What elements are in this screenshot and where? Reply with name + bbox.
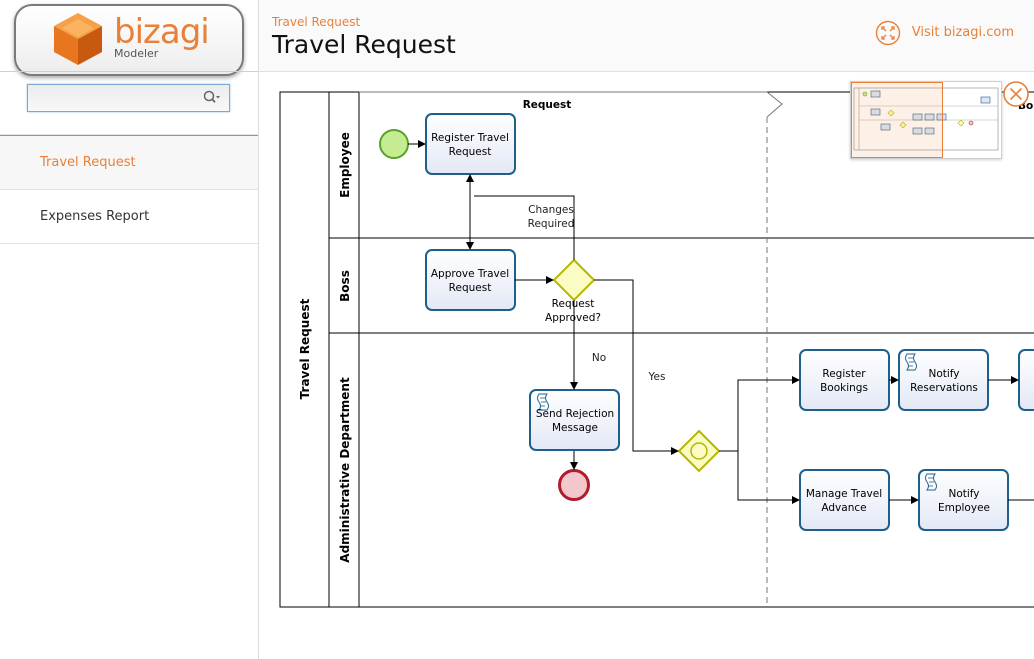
task-register-travel-request[interactable]: Register Travel Request [425, 113, 516, 175]
flow-label-yes: Yes [648, 371, 666, 383]
gateway-label: Approved? [545, 312, 601, 324]
start-event[interactable] [379, 129, 409, 159]
divider [0, 71, 258, 72]
gateway-parallel-split[interactable] [677, 429, 721, 473]
lane-label-employee: Employee [338, 132, 352, 198]
script-task-icon [537, 393, 549, 411]
logo-wordmark: bizagi [114, 12, 210, 52]
page-title: Travel Request [272, 30, 456, 59]
search-input[interactable] [34, 88, 208, 110]
script-task-icon [925, 473, 937, 491]
page-header: Travel Request Travel Request Visit biza… [259, 0, 1034, 72]
divider [0, 243, 258, 244]
task-partial-offscreen[interactable] [1018, 349, 1034, 411]
task-label: Send Rejection [536, 408, 614, 420]
visit-link-label[interactable]: Visit bizagi.com [911, 25, 1014, 40]
task-approve-travel-request[interactable]: Approve Travel Request [425, 249, 516, 311]
task-label: Register [822, 368, 866, 380]
divider [0, 189, 258, 190]
task-notify-reservations[interactable]: Notify Reservations [898, 349, 989, 411]
flow-label-no: No [592, 352, 606, 364]
task-label: Reservations [910, 382, 978, 394]
sidebar-item-travel-request[interactable]: Travel Request [0, 135, 258, 189]
gateway-request-approved[interactable] [552, 258, 596, 302]
task-label: Notify [928, 368, 959, 380]
thumbnail-preview [853, 87, 999, 151]
search-icon[interactable] [203, 90, 221, 106]
close-icon[interactable] [1002, 80, 1030, 108]
gateway-label: Request [552, 298, 595, 310]
breadcrumb[interactable]: Travel Request [272, 15, 361, 29]
task-label: Notify [948, 488, 979, 500]
task-label: Advance [821, 502, 866, 514]
task-label: Message [552, 422, 598, 434]
task-label: Request [449, 282, 492, 294]
lane-label-boss: Boss [338, 270, 352, 302]
search-box [27, 84, 230, 112]
diagram-overview-thumbnail[interactable] [850, 81, 1002, 159]
expand-arrows-icon [875, 20, 900, 46]
task-label: Register Travel [431, 132, 509, 144]
lane-label-admin: Administrative Department [338, 377, 352, 563]
thumbnail-viewport[interactable] [851, 82, 943, 158]
task-manage-travel-advance[interactable]: Manage Travel Advance [799, 469, 890, 531]
task-notify-employee[interactable]: Notify Employee [918, 469, 1009, 531]
logo-subtitle: Modeler [114, 47, 159, 60]
sidebar: bizagi Modeler Travel Request Expenses R… [0, 0, 259, 659]
sidebar-item-expenses-report[interactable]: Expenses Report [40, 209, 150, 224]
task-label: Approve Travel [431, 268, 509, 280]
phase-header [359, 91, 783, 118]
end-event[interactable] [558, 469, 590, 501]
sequence-flows [408, 140, 1034, 504]
process-diagram[interactable]: Travel Request Employee Boss Administrat… [259, 72, 1034, 659]
task-label: Bookings [820, 382, 868, 394]
task-label: Employee [938, 502, 990, 514]
script-task-icon [905, 353, 917, 371]
phase-label-request: Request [523, 99, 572, 111]
flow-label-changes: Changes [528, 204, 574, 216]
pool-label: Travel Request [298, 298, 312, 399]
bizagi-cube-icon [54, 13, 102, 65]
task-label: Request [449, 146, 492, 158]
flow-label-changes: Required [528, 218, 575, 230]
task-label: Manage Travel [806, 488, 882, 500]
divider [0, 134, 258, 135]
task-send-rejection-message[interactable]: Send Rejection Message [529, 389, 620, 451]
visit-bizagi-link[interactable]: Visit bizagi.com [875, 20, 1014, 46]
task-register-bookings[interactable]: Register Bookings [799, 349, 890, 411]
bizagi-logo: bizagi Modeler [14, 4, 244, 76]
